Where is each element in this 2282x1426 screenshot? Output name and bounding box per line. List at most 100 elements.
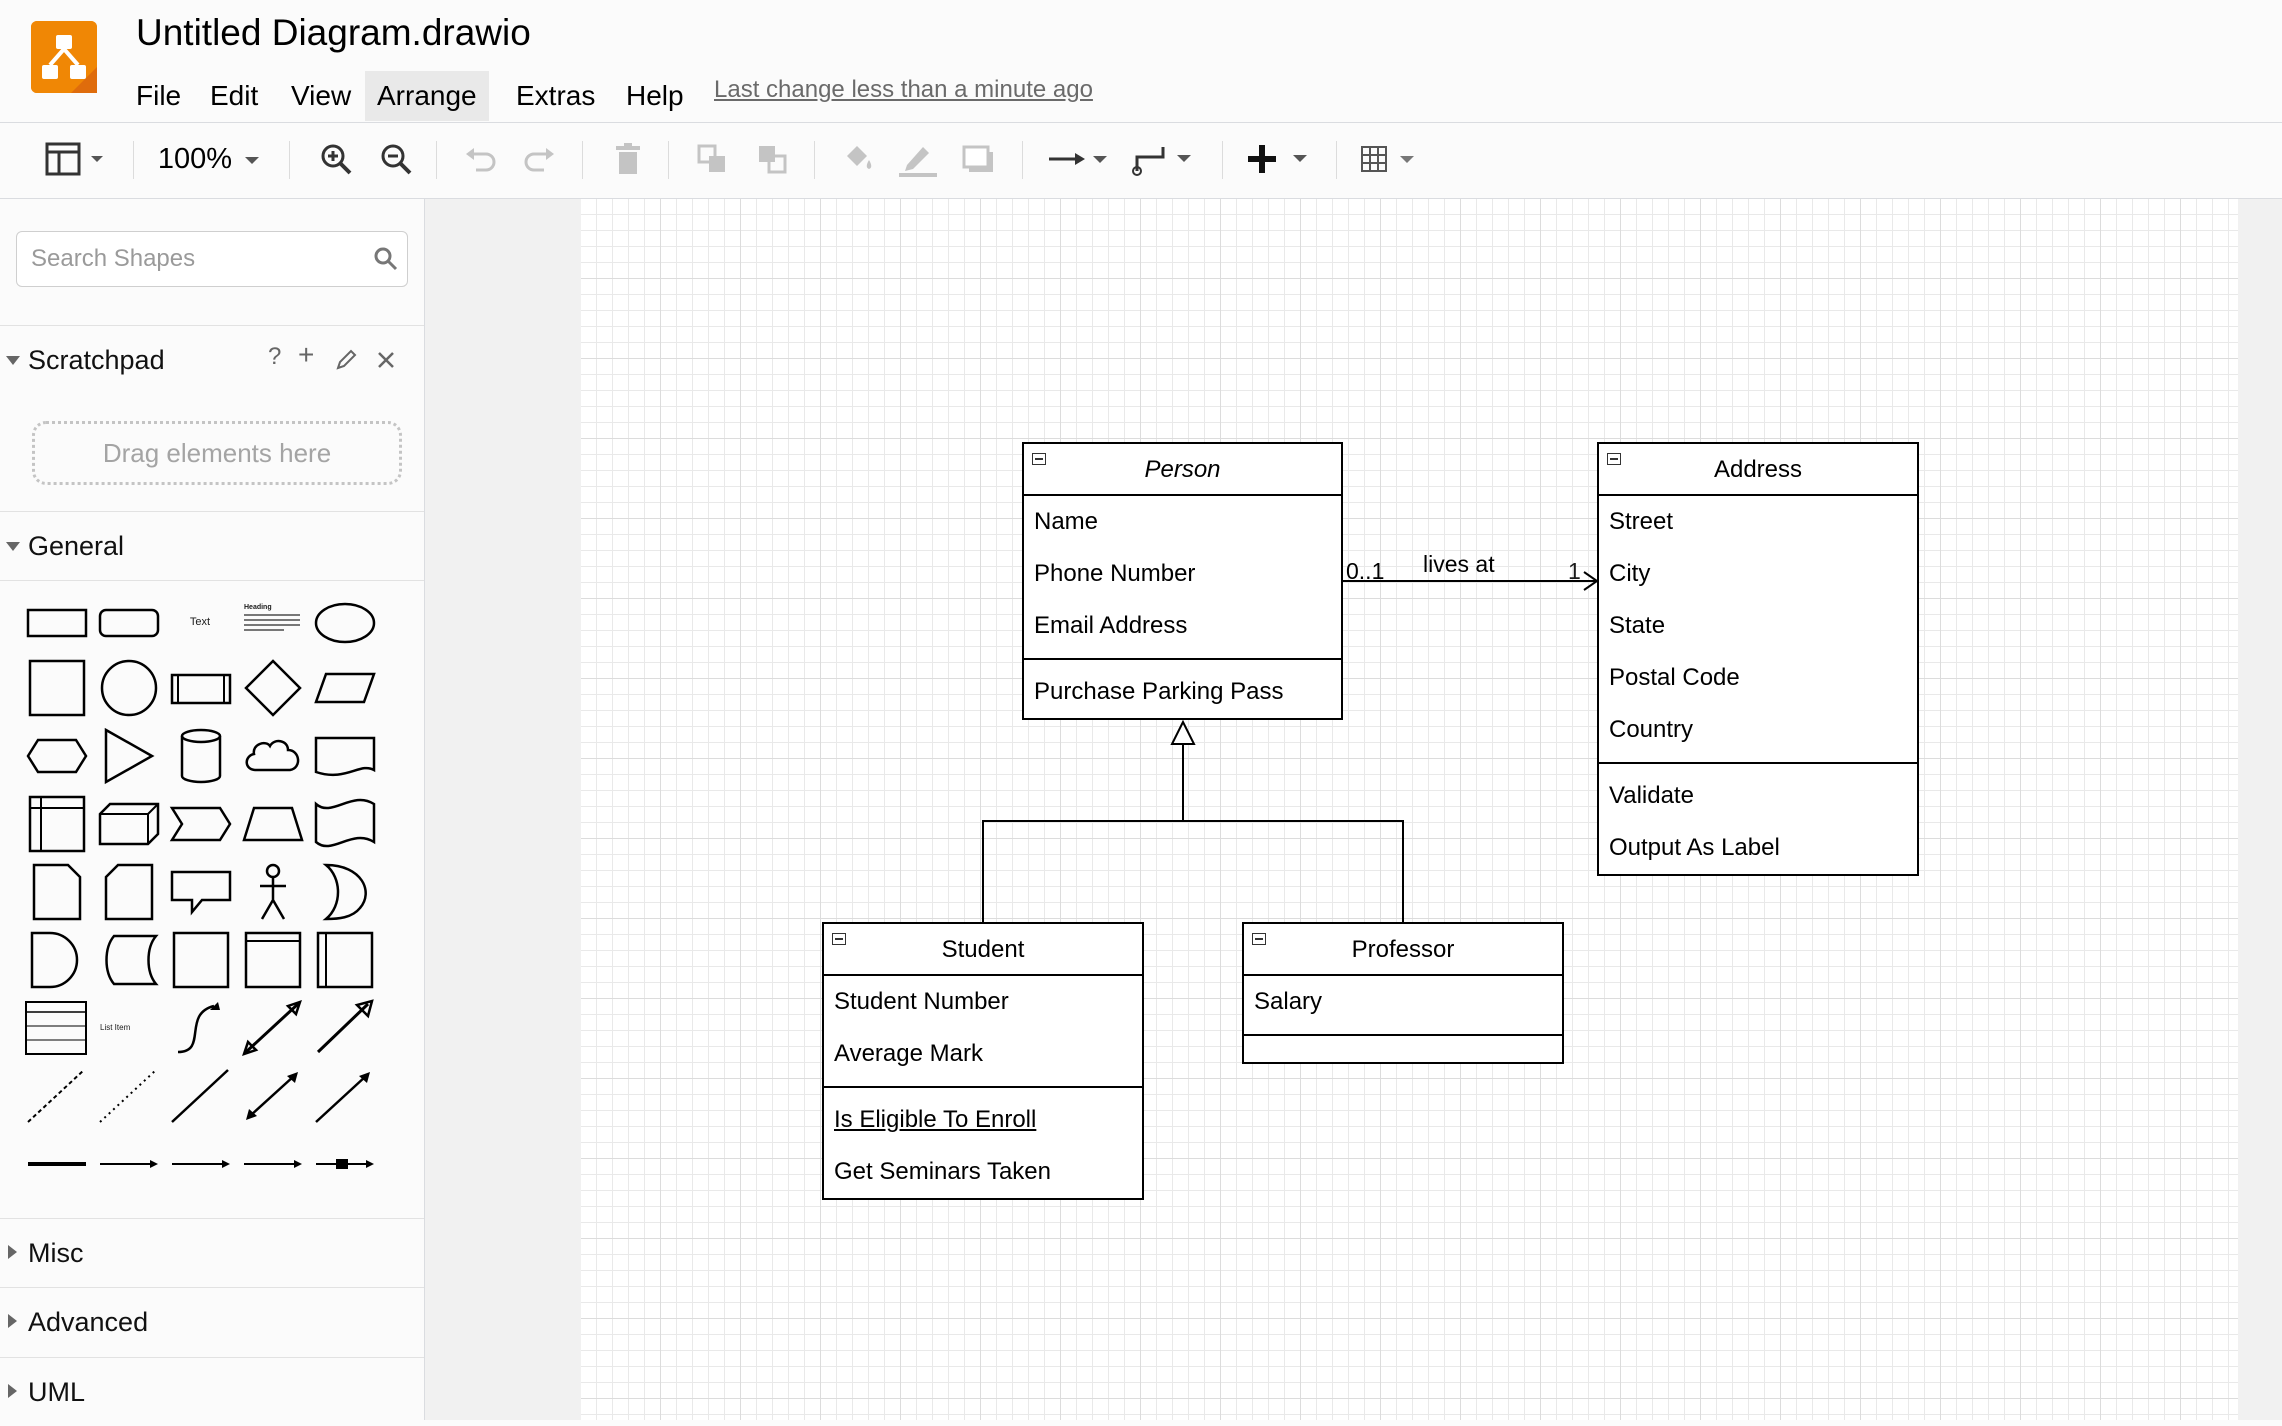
zoom-dropdown[interactable]: 100% (156, 137, 266, 181)
cloud-shape[interactable] (240, 726, 304, 786)
menu-edit[interactable]: Edit (210, 80, 259, 111)
misc-header[interactable]: Misc (0, 1218, 424, 1287)
menu-arrange[interactable]: Arrange (365, 71, 489, 121)
note-shape[interactable] (24, 862, 88, 922)
shadow-icon[interactable] (956, 137, 1000, 181)
general-header[interactable]: General (0, 511, 424, 580)
vertical-swimlane-shape[interactable] (312, 930, 376, 990)
scratchpad-header[interactable]: Scratchpad ? + (0, 325, 424, 394)
document-shape[interactable] (312, 726, 376, 786)
class-attribute[interactable]: Postal Code (1609, 664, 1740, 691)
hexagon-shape[interactable] (24, 726, 88, 786)
class-person-header[interactable]: Person (1024, 444, 1341, 496)
uml-header[interactable]: UML (0, 1357, 424, 1426)
dotted-line-shape[interactable] (96, 1066, 160, 1126)
format-panel-icon[interactable] (40, 137, 110, 181)
data-storage-shape[interactable] (96, 930, 160, 990)
square-shape[interactable] (24, 658, 88, 718)
parallelogram-shape[interactable] (312, 658, 376, 718)
menu-file[interactable]: File (136, 80, 182, 111)
class-method[interactable]: Output As Label (1609, 834, 1780, 861)
diamond-shape[interactable] (240, 658, 304, 718)
collapse-icon[interactable] (1252, 933, 1266, 945)
callout-shape[interactable] (168, 862, 232, 922)
source-multiplicity[interactable]: 0..1 (1346, 558, 1385, 584)
table-icon[interactable] (1358, 137, 1428, 181)
and-shape[interactable] (24, 930, 88, 990)
zoom-out-icon[interactable] (376, 137, 416, 181)
list-item-shape[interactable]: List Item (100, 1023, 131, 1032)
class-attribute[interactable]: Salary (1254, 988, 1323, 1015)
collapse-icon[interactable] (832, 933, 846, 945)
menu-view[interactable]: View (291, 80, 352, 111)
class-attribute[interactable]: Phone Number (1034, 560, 1196, 587)
class-student-header[interactable]: Student (824, 924, 1142, 976)
document-title[interactable]: Untitled Diagram.drawio (136, 12, 531, 53)
class-attribute[interactable]: Average Mark (834, 1040, 983, 1067)
cube-shape[interactable] (96, 794, 160, 854)
class-attribute[interactable]: Email Address (1034, 612, 1188, 639)
class-attribute[interactable]: Country (1609, 716, 1694, 743)
connector-symbol-shape[interactable] (312, 1134, 376, 1194)
rectangle-shape[interactable] (24, 592, 88, 652)
class-method[interactable]: Purchase Parking Pass (1034, 678, 1284, 705)
scratchpad-close-icon[interactable] (376, 350, 396, 370)
curve-shape[interactable] (168, 998, 232, 1058)
line-shape[interactable] (168, 1066, 232, 1126)
class-person[interactable]: Person Name Phone Number Email Address P… (1022, 442, 1343, 720)
trapezoid-shape[interactable] (240, 794, 304, 854)
step-shape[interactable] (168, 794, 232, 854)
bidirectional-arrow-shape[interactable] (240, 998, 304, 1058)
collapse-icon[interactable] (1032, 453, 1046, 465)
professor-generalization-edge[interactable] (1183, 820, 1404, 922)
rounded-rectangle-shape[interactable] (96, 592, 160, 652)
class-attribute[interactable]: City (1609, 560, 1651, 587)
menu-extras[interactable]: Extras (516, 80, 596, 111)
class-attribute[interactable]: State (1609, 612, 1666, 639)
internal-storage-shape[interactable] (24, 794, 88, 854)
text-shape[interactable]: Text (189, 616, 211, 628)
insert-icon[interactable] (1244, 137, 1316, 181)
class-method[interactable]: Validate (1609, 782, 1694, 809)
connection-icon[interactable] (1044, 137, 1116, 181)
line-color-icon[interactable] (896, 137, 940, 181)
to-front-icon[interactable] (690, 137, 734, 181)
target-multiplicity[interactable]: 1 (1568, 558, 1581, 584)
or-shape[interactable] (312, 862, 376, 922)
process-shape[interactable] (168, 658, 232, 718)
menu-help[interactable]: Help (626, 80, 684, 111)
collapse-icon[interactable] (1607, 453, 1621, 465)
directional-connector-shape[interactable] (312, 1066, 376, 1126)
last-change-link[interactable]: Last change less than a minute ago (714, 76, 1093, 103)
ellipse-shape[interactable] (312, 592, 376, 652)
triangle-shape[interactable] (96, 726, 160, 786)
swimlane-shape[interactable] (240, 930, 304, 990)
search-icon[interactable] (373, 246, 399, 272)
redo-icon[interactable] (518, 137, 562, 181)
class-professor[interactable]: Professor Salary (1242, 922, 1564, 1064)
class-attribute[interactable]: Student Number (834, 988, 1009, 1015)
bidirectional-connector-shape[interactable] (240, 1066, 304, 1126)
class-attribute[interactable]: Street (1609, 508, 1674, 535)
fill-color-icon[interactable] (836, 137, 880, 181)
heading-shape[interactable]: Heading (240, 592, 304, 652)
circle-shape[interactable] (96, 658, 160, 718)
student-generalization-edge[interactable] (982, 744, 1184, 922)
actor-shape[interactable] (240, 862, 304, 922)
link-shape[interactable] (24, 1134, 88, 1194)
advanced-header[interactable]: Advanced (0, 1287, 424, 1356)
delete-icon[interactable] (606, 137, 650, 181)
class-address[interactable]: Address Street City State Postal Code Co… (1597, 442, 1919, 876)
search-shapes-input[interactable] (31, 232, 361, 286)
to-back-icon[interactable] (750, 137, 794, 181)
class-student[interactable]: Student Student Number Average Mark Is E… (822, 922, 1144, 1200)
arrow-shape[interactable] (312, 998, 376, 1058)
connector-label-shape[interactable] (96, 1134, 160, 1194)
container-shape[interactable] (168, 930, 232, 990)
scratchpad-drop-zone[interactable]: Drag elements here (32, 421, 402, 485)
tape-shape[interactable] (312, 794, 376, 854)
connector-3-labels-shape[interactable] (240, 1134, 304, 1194)
scratchpad-help-icon[interactable]: ? (268, 343, 282, 370)
cylinder-shape[interactable] (168, 726, 232, 786)
zoom-in-icon[interactable] (316, 137, 356, 181)
